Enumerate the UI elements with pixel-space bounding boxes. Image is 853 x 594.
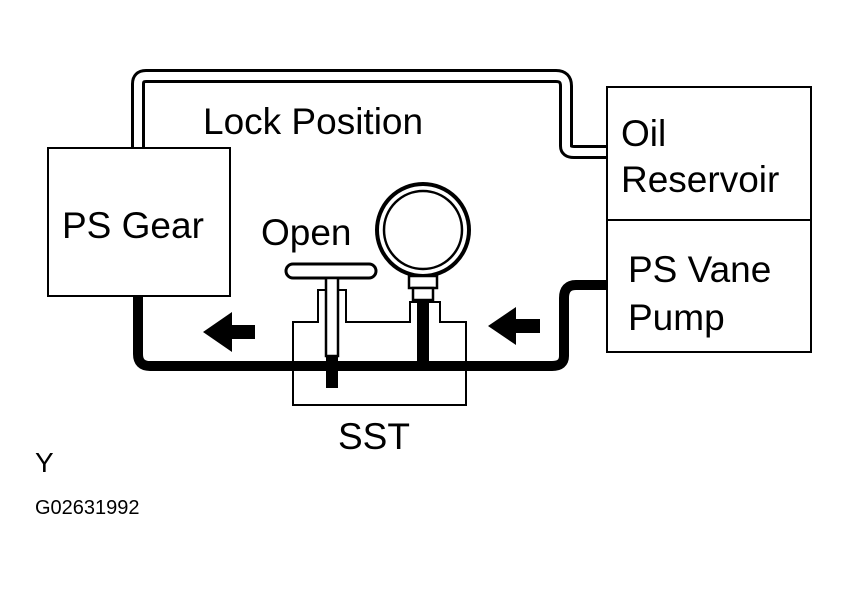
figure-id-label: G02631992 bbox=[35, 497, 140, 519]
pressure-gauge-icon bbox=[375, 182, 471, 302]
left-arrow-icon bbox=[488, 307, 540, 345]
open-label: Open bbox=[261, 212, 352, 253]
oil-reservoir-label-line2: Reservoir bbox=[621, 159, 779, 200]
sst-label: SST bbox=[338, 416, 410, 457]
ps-vane-pump-label-line2: Pump bbox=[628, 297, 725, 338]
reservoir-pump-box: Oil Reservoir PS Vane Pump bbox=[606, 86, 812, 353]
corner-code-label: Y bbox=[35, 447, 54, 478]
ps-gear-box: PS Gear bbox=[47, 147, 231, 297]
lock-position-label: Lock Position bbox=[203, 101, 423, 142]
ps-gear-label: PS Gear bbox=[62, 205, 204, 246]
left-arrow-icon bbox=[203, 312, 255, 352]
valve-handle-icon bbox=[284, 262, 378, 358]
ps-vane-pump-label-line1: PS Vane bbox=[628, 249, 771, 290]
oil-reservoir-label-line1: Oil bbox=[621, 113, 666, 154]
return-hose bbox=[131, 69, 608, 159]
sst-body bbox=[292, 289, 467, 406]
pressure-line bbox=[133, 280, 607, 371]
